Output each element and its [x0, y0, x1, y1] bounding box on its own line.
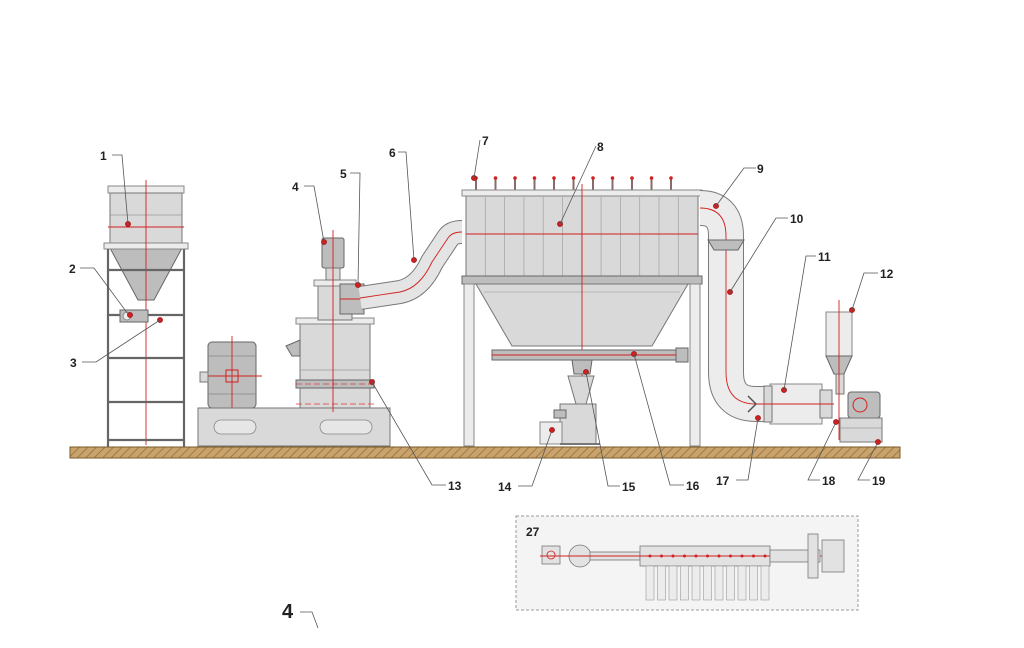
callout-10: 10: [790, 212, 804, 226]
pulse-valve-tip: [493, 176, 498, 180]
callout-15: 15: [622, 480, 636, 494]
callout-7: 7: [482, 134, 489, 148]
pulse-valve-tip: [610, 176, 615, 180]
inset-filter-bag: [726, 565, 735, 601]
callout-leaders: [80, 139, 879, 487]
jaw-crusher: [119, 309, 149, 323]
callout-18: 18: [822, 474, 836, 488]
callout-2: 2: [69, 262, 76, 276]
pulse-valve-tip: [513, 176, 517, 180]
callout-13: 13: [448, 479, 462, 493]
inset-filter-bag: [703, 565, 712, 601]
callout-11: 11: [818, 250, 831, 264]
callout-19: 19: [872, 474, 886, 488]
pulse-valve-tip: [669, 176, 673, 180]
hopper-stand: [106, 249, 186, 447]
pulse-dust-collector: [461, 176, 703, 447]
callout-3: 3: [70, 356, 77, 370]
callout-14: 14: [498, 480, 512, 494]
inset-filter-bag: [737, 565, 747, 601]
callout-5: 5: [340, 167, 347, 181]
ground-floor: [69, 446, 901, 459]
connecting-pipe: [358, 220, 463, 310]
callout-labels: 1 2 3 4 5 6 7 8 9 10 11 12 13 14 15 16 1…: [69, 134, 894, 494]
pulse-valves: [474, 176, 673, 190]
inset-filter-bag: [657, 565, 666, 601]
silencer: [763, 383, 834, 425]
figure-label: 4: [282, 601, 319, 629]
return-air-duct: [698, 190, 776, 422]
main-motor: [199, 336, 262, 414]
callout-4: 4: [292, 180, 299, 194]
inset-top-view: [540, 533, 845, 601]
pulse-valve-tip: [649, 176, 654, 180]
pulse-valve-tip: [532, 176, 537, 180]
inset-filter-bag: [680, 565, 689, 601]
inset-filter-bag: [749, 565, 758, 601]
inset-label: 27: [526, 525, 540, 539]
callout-12: 12: [880, 267, 894, 281]
callout-17: 17: [716, 474, 730, 488]
pulse-valve-tip: [591, 176, 595, 180]
inset-filter-bag: [668, 565, 678, 601]
inset-filter-bag: [691, 565, 701, 601]
pulse-valve-tip: [571, 176, 576, 180]
machine-base: [197, 407, 391, 447]
blower: [825, 300, 883, 443]
discharge-valve: [567, 359, 595, 405]
callout-6: 6: [389, 146, 396, 160]
inset-filter-bag: [760, 565, 770, 601]
callout-9: 9: [757, 162, 764, 176]
callout-1: 1: [100, 149, 107, 163]
pulse-valve-tip: [552, 176, 556, 180]
callout-8: 8: [597, 140, 604, 154]
inset-panel: 27: [515, 515, 859, 611]
pulse-valve-tip: [630, 176, 634, 180]
callout-16: 16: [686, 479, 700, 493]
marker-dot: [127, 312, 133, 318]
inset-filter-bag: [714, 565, 724, 601]
inset-filter-bag: [645, 565, 655, 601]
figure-number: 4: [282, 601, 294, 623]
grinding-mill: [285, 230, 375, 412]
